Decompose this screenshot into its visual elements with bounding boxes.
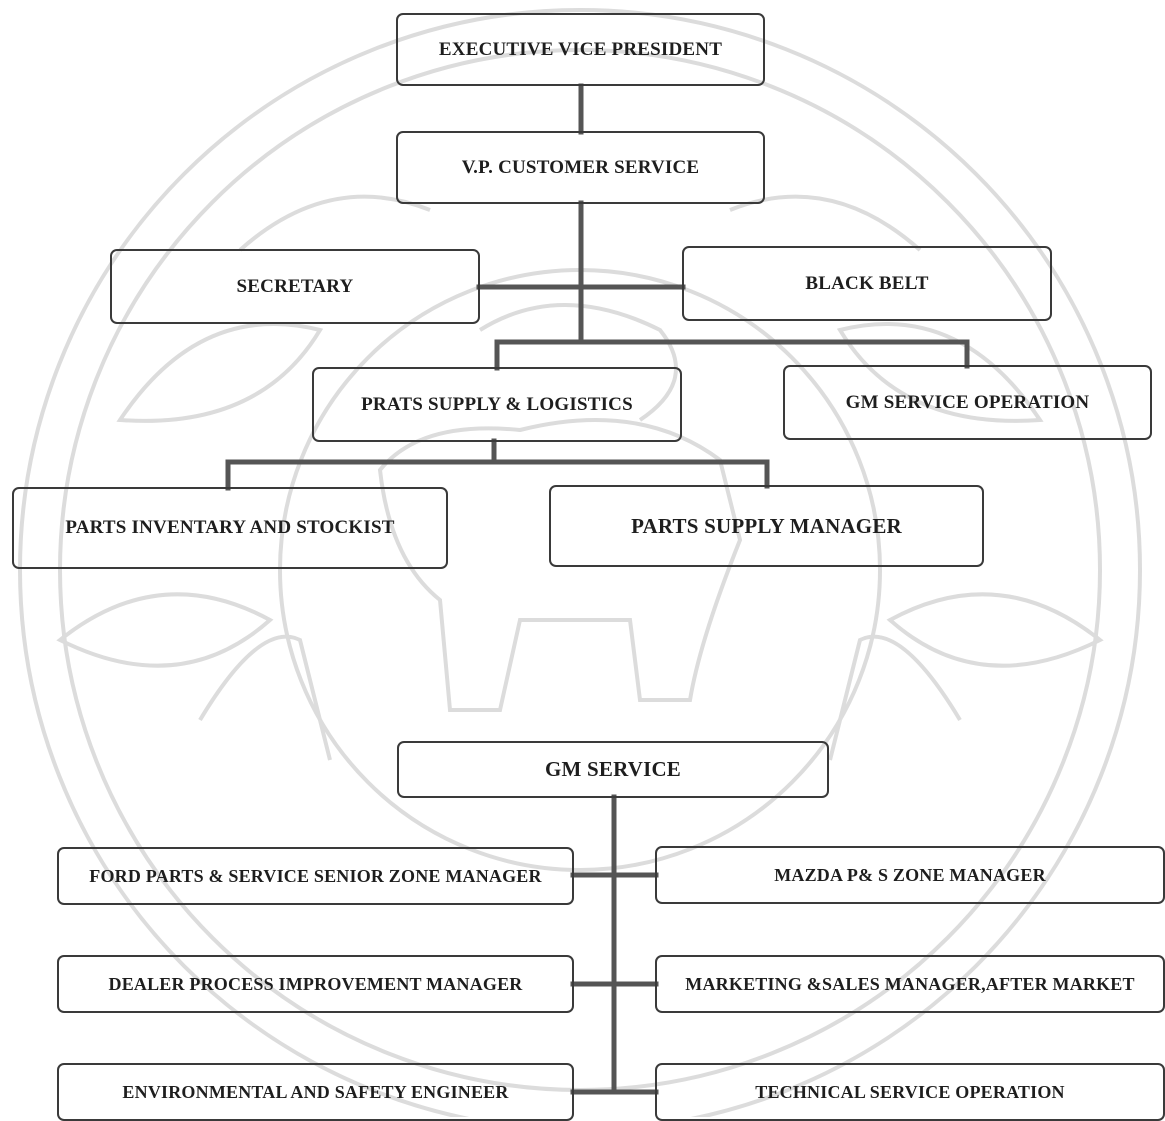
- node-secretary: SECRETARY: [110, 249, 480, 324]
- node-vp-customer-service: V.P. CUSTOMER SERVICE: [396, 131, 765, 204]
- node-dealer-process: DEALER PROCESS IMPROVEMENT MANAGER: [57, 955, 574, 1013]
- node-environmental-safety: ENVIRONMENTAL AND SAFETY ENGINEER: [57, 1063, 574, 1121]
- node-executive-vp: EXECUTIVE VICE PRESIDENT: [396, 13, 765, 86]
- node-gm-service: GM SERVICE: [397, 741, 829, 798]
- node-technical-service: TECHNICAL SERVICE OPERATION: [655, 1063, 1165, 1121]
- node-prats-supply-logistics: PRATS SUPPLY & LOGISTICS: [312, 367, 682, 442]
- node-parts-supply-manager: PARTS SUPPLY MANAGER: [549, 485, 984, 567]
- node-marketing-sales: MARKETING &SALES MANAGER,AFTER MARKET: [655, 955, 1165, 1013]
- node-ford-parts-service: FORD PARTS & SERVICE SENIOR ZONE MANAGER: [57, 847, 574, 905]
- node-parts-inventary-stockist: PARTS INVENTARY AND STOCKIST: [12, 487, 448, 569]
- node-black-belt: BLACK BELT: [682, 246, 1052, 321]
- node-gm-service-operation: GM SERVICE OPERATION: [783, 365, 1152, 440]
- node-mazda-ps-zone: MAZDA P& S ZONE MANAGER: [655, 846, 1165, 904]
